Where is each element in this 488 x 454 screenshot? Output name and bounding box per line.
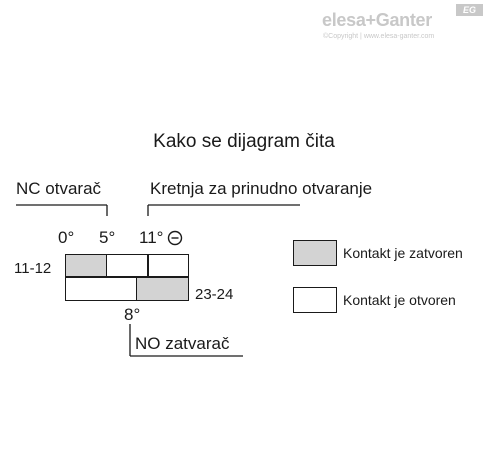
brand-logo: elesa+Ganter xyxy=(322,10,432,30)
nc-label: NC otvarač xyxy=(16,179,102,198)
no-label: NO zatvarač xyxy=(135,334,230,353)
degree-5-label: 5° xyxy=(99,228,116,247)
degree-8-label: 8° xyxy=(124,305,141,324)
legend-open-swatch xyxy=(293,287,337,313)
contact-top-open-segment-2 xyxy=(147,254,189,277)
logo-badge: EG xyxy=(456,4,483,16)
contact-top-open-segment-1 xyxy=(105,254,149,277)
legend-closed-label: Kontakt je zatvoren xyxy=(343,245,463,261)
degree-0-label: 0° xyxy=(58,228,75,247)
diagram-title: Kako se dijagram čita xyxy=(153,131,335,152)
contact-bottom-closed-segment xyxy=(135,277,189,301)
legend-closed-swatch xyxy=(293,240,337,266)
copyright-text: ©Copyright | www.elesa-ganter.com xyxy=(323,33,435,40)
contact-11-12-label: 11-12 xyxy=(14,260,52,277)
contact-top-closed-segment xyxy=(65,254,107,277)
degree-11-label: 11° xyxy=(139,228,164,247)
legend-open-label: Kontakt je otvoren xyxy=(343,292,456,308)
forced-opening-icon xyxy=(167,230,183,246)
contact-23-24-label: 23-24 xyxy=(195,286,234,303)
forced-opening-label: Kretnja za prinudno otvaranje xyxy=(150,179,373,198)
